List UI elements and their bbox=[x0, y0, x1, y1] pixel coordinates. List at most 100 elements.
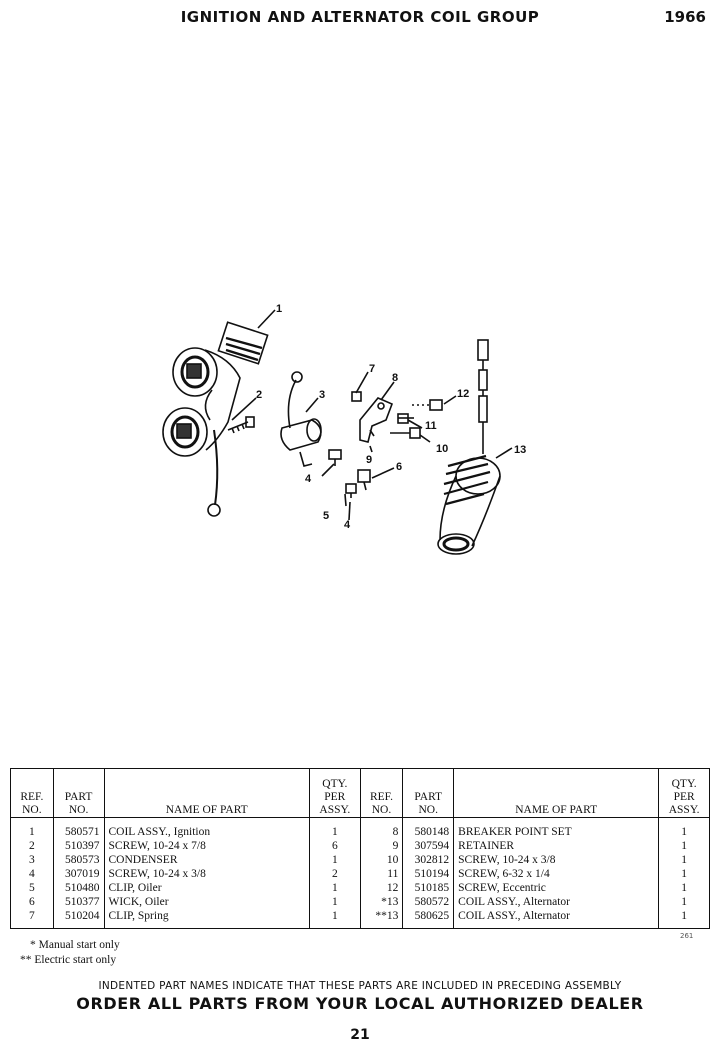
qty-cell: 1 bbox=[308, 817, 361, 840]
part-cell: 580573 bbox=[52, 854, 105, 868]
table-row: 4 307019 SCREW, 10-24 x 3/8 2 11 510194 … bbox=[10, 868, 710, 882]
small-hardware bbox=[328, 449, 371, 498]
exploded-parts-diagram: 1 2 3 4 5 4 6 7 8 9 10 11 12 13 bbox=[162, 303, 526, 555]
footnote-manual-start: * Manual start only bbox=[30, 939, 120, 951]
callout-3: 3 bbox=[319, 389, 325, 401]
table-row: 7 510204 CLIP, Spring 1 **13 580625 COIL… bbox=[10, 910, 710, 929]
drawing-code: 261 bbox=[680, 932, 694, 940]
name-cell: SCREW, 6-32 x 1/4 bbox=[453, 868, 660, 882]
name-cell: SCREW, 10-24 x 7/8 bbox=[103, 840, 310, 854]
year-label: 1966 bbox=[664, 8, 706, 26]
part-cell: 510185 bbox=[402, 882, 455, 896]
breaker-point-set bbox=[351, 391, 394, 443]
table-row: 2 510397 SCREW, 10-24 x 7/8 6 9 307594 R… bbox=[10, 840, 710, 854]
ref-cell: 7 bbox=[10, 910, 54, 929]
table-row: 1 580571 COIL ASSY., Ignition 1 8 580148… bbox=[10, 817, 710, 840]
qty-cell: 1 bbox=[658, 882, 710, 896]
part-cell: 307594 bbox=[402, 840, 455, 854]
callout-9: 9 bbox=[366, 454, 372, 466]
col-ref-2: REF.NO. bbox=[359, 768, 404, 818]
part-cell: 580571 bbox=[52, 817, 105, 840]
qty-cell: 1 bbox=[658, 896, 710, 910]
col-name: NAME OF PART bbox=[103, 768, 310, 818]
name-cell: CONDENSER bbox=[103, 854, 310, 868]
callout-2: 2 bbox=[256, 389, 262, 401]
ref-cell: 8 bbox=[359, 817, 404, 840]
ref-cell: 3 bbox=[10, 854, 54, 868]
qty-cell: 1 bbox=[308, 882, 361, 896]
callout-1: 1 bbox=[276, 303, 282, 315]
part-cell: 510194 bbox=[402, 868, 455, 882]
part-cell: 580625 bbox=[402, 910, 455, 929]
ref-cell: 1 bbox=[10, 817, 54, 840]
table-row: 6 510377 WICK, Oiler 1 *13 580572 COIL A… bbox=[10, 896, 710, 910]
name-cell: RETAINER bbox=[453, 840, 660, 854]
callout-7: 7 bbox=[369, 363, 375, 375]
name-cell: SCREW, 10-24 x 3/8 bbox=[103, 868, 310, 882]
part-cell: 580148 bbox=[402, 817, 455, 840]
part-cell: 510204 bbox=[52, 910, 105, 929]
ignition-coil-assembly bbox=[162, 321, 269, 517]
name-cell: COIL ASSY., Ignition bbox=[103, 817, 310, 840]
col-ref: REF.NO. bbox=[10, 768, 54, 818]
qty-cell: 1 bbox=[658, 868, 710, 882]
qty-cell: 1 bbox=[308, 854, 361, 868]
ref-cell: 10 bbox=[359, 854, 404, 868]
ref-cell: 11 bbox=[359, 868, 404, 882]
qty-cell: 2 bbox=[308, 868, 361, 882]
indented-parts-note: INDENTED PART NAMES INDICATE THAT THESE … bbox=[98, 980, 622, 992]
callout-4a: 4 bbox=[305, 473, 312, 485]
callout-4b: 4 bbox=[344, 519, 351, 531]
alternator-coil-assembly bbox=[437, 339, 501, 555]
name-cell: CLIP, Spring bbox=[103, 910, 310, 929]
qty-cell: 1 bbox=[658, 854, 710, 868]
callout-10: 10 bbox=[436, 443, 448, 455]
qty-cell: 1 bbox=[658, 817, 710, 840]
callout-12: 12 bbox=[457, 388, 469, 400]
ref-cell: 9 bbox=[359, 840, 404, 854]
name-cell: COIL ASSY., Alternator bbox=[453, 910, 660, 929]
callout-5: 5 bbox=[323, 510, 329, 522]
qty-cell: 1 bbox=[658, 910, 710, 929]
callout-11: 11 bbox=[425, 420, 437, 432]
condenser bbox=[280, 371, 322, 467]
table-row: 5 510480 CLIP, Oiler 1 12 510185 SCREW, … bbox=[10, 882, 710, 896]
part-cell: 510480 bbox=[52, 882, 105, 896]
qty-cell: 6 bbox=[308, 840, 361, 854]
ref-cell: 4 bbox=[10, 868, 54, 882]
callout-8: 8 bbox=[392, 372, 398, 384]
screws-10-11-12 bbox=[390, 399, 443, 439]
name-cell: SCREW, 10-24 x 3/8 bbox=[453, 854, 660, 868]
ref-cell: **13 bbox=[359, 910, 404, 929]
qty-cell: 1 bbox=[308, 910, 361, 929]
name-cell: WICK, Oiler bbox=[103, 896, 310, 910]
page-number: 21 bbox=[350, 1027, 370, 1043]
table-row: 3 580573 CONDENSER 1 10 302812 SCREW, 10… bbox=[10, 854, 710, 868]
part-cell: 302812 bbox=[402, 854, 455, 868]
name-cell: COIL ASSY., Alternator bbox=[453, 896, 660, 910]
name-cell: CLIP, Oiler bbox=[103, 882, 310, 896]
part-cell: 307019 bbox=[52, 868, 105, 882]
screw-part-2 bbox=[227, 416, 255, 434]
ref-cell: 5 bbox=[10, 882, 54, 896]
footnote-electric-start: ** Electric start only bbox=[20, 954, 117, 966]
order-parts-note: ORDER ALL PARTS FROM YOUR LOCAL AUTHORIZ… bbox=[76, 994, 644, 1013]
col-name-2: NAME OF PART bbox=[453, 768, 660, 818]
qty-cell: 1 bbox=[308, 896, 361, 910]
part-cell: 510397 bbox=[52, 840, 105, 854]
ref-cell: *13 bbox=[359, 896, 404, 910]
qty-cell: 1 bbox=[658, 840, 710, 854]
part-cell: 510377 bbox=[52, 896, 105, 910]
page-title: IGNITION AND ALTERNATOR COIL GROUP bbox=[180, 8, 540, 26]
name-cell: BREAKER POINT SET bbox=[453, 817, 660, 840]
name-cell: SCREW, Eccentric bbox=[453, 882, 660, 896]
callout-13: 13 bbox=[514, 444, 526, 456]
ref-cell: 6 bbox=[10, 896, 54, 910]
ref-cell: 2 bbox=[10, 840, 54, 854]
